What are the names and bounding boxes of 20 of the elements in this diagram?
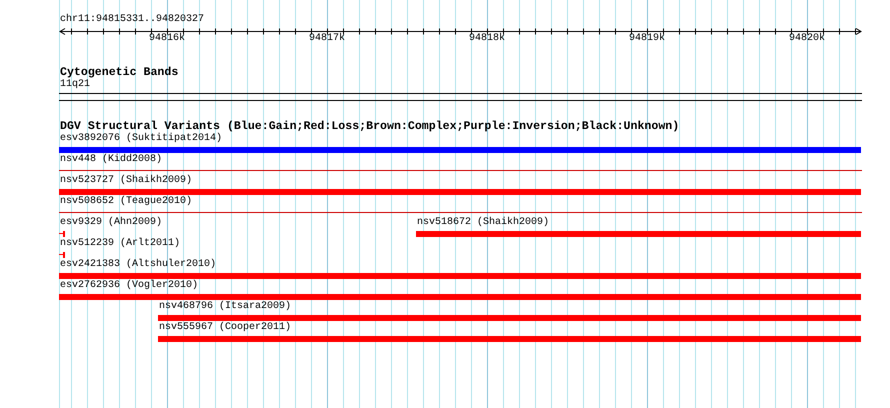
tick-label: 94816k — [149, 33, 186, 45]
variant-label: nsv508652 (Teague2010) — [59, 196, 194, 208]
variant-label: esv2762936 (Vogler2010) — [59, 280, 200, 292]
variant-label: nsv468796 (Itsara2009) — [158, 301, 292, 313]
track-heading: DGV Structural Variants (Blue:Gain;Red:Loss;Brown:Complex;Purple:Inversion;Black:Unknown) — [60, 120, 680, 133]
tick-label: 94817k — [309, 33, 346, 45]
variant-label: nsv523727 (Shaikh2009) — [59, 175, 194, 187]
band-label: 11q21 — [59, 79, 92, 91]
tick-label: 94818k — [469, 33, 506, 45]
variant-label: nsv448 (Kidd2008) — [59, 154, 164, 166]
variant-label: esv2421383 (Altshuler2010) — [59, 259, 218, 271]
variant-label: nsv518672 (Shaikh2009) — [416, 217, 550, 229]
variant-label: esv3892076 (Suktitipat2014) — [59, 133, 224, 145]
coordinate-label: chr11:94815331..94820327 — [60, 14, 204, 26]
tick-label: 94819k — [629, 33, 666, 45]
tick-label: 94820k — [789, 33, 826, 45]
track-heading: Cytogenetic Bands — [60, 66, 178, 79]
variant-label: esv9329 (Ahn2009) — [59, 217, 162, 229]
variant-label: nsv555967 (Cooper2011) — [158, 322, 292, 334]
variant-label: nsv512239 (Arlt2011) — [59, 238, 180, 250]
